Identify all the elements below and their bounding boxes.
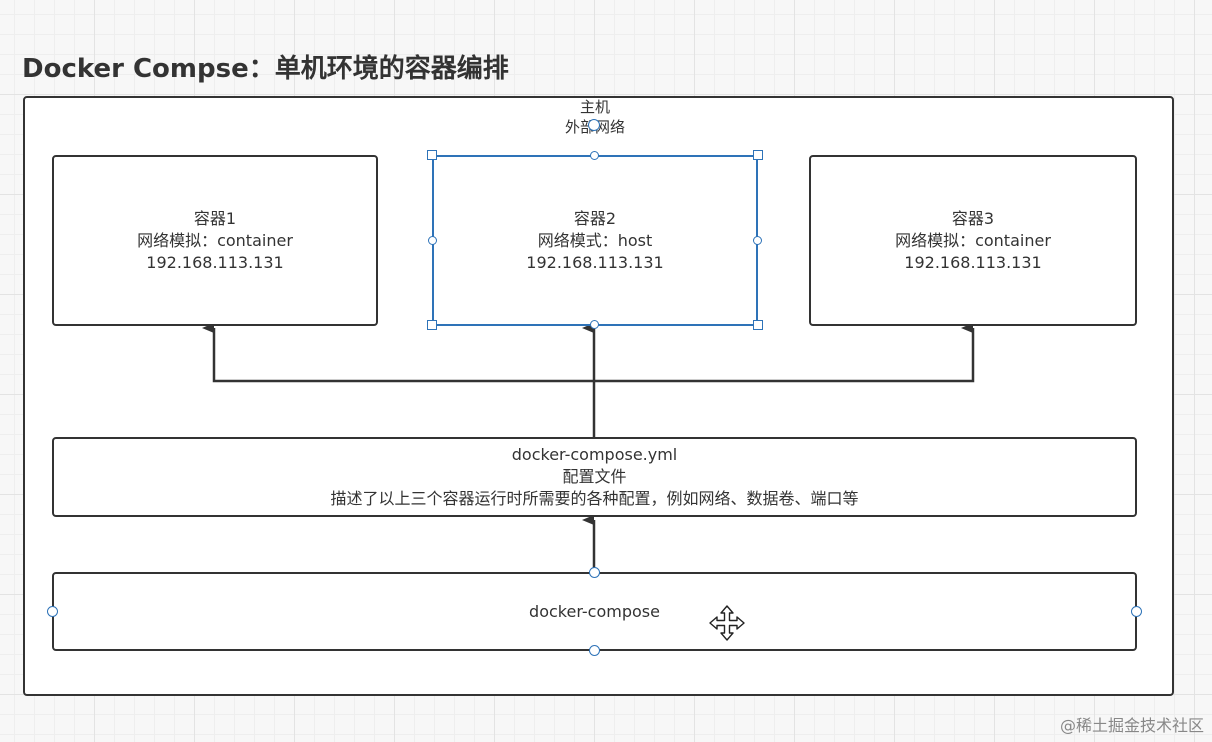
tool-connection-point-bottom[interactable] xyxy=(589,645,600,656)
host-label-line1: 主机 xyxy=(579,98,610,116)
config-filename: docker-compose.yml xyxy=(511,445,678,464)
container-3-ip: 192.168.113.131 xyxy=(904,252,1042,272)
rotate-handle[interactable] xyxy=(588,119,600,131)
resize-handle-top-left[interactable] xyxy=(427,150,437,160)
connection-point-right[interactable] xyxy=(753,236,762,245)
container-2-box[interactable]: 容器2 网络模式：host 192.168.113.131 xyxy=(432,155,758,326)
connection-point-top[interactable] xyxy=(590,151,599,160)
docker-compose-label: docker-compose xyxy=(529,601,660,621)
container-3-name: 容器3 xyxy=(951,208,995,228)
container-1-box[interactable]: 容器1 网络模拟：container 192.168.113.131 xyxy=(52,155,378,326)
container-1-name: 容器1 xyxy=(193,208,237,228)
connection-point-bottom[interactable] xyxy=(590,320,599,329)
diagram-title: Docker Compse：单机环境的容器编排 xyxy=(22,54,509,84)
tool-connection-point-left[interactable] xyxy=(47,606,58,617)
resize-handle-top-right[interactable] xyxy=(753,150,763,160)
container-3-box[interactable]: 容器3 网络模拟：container 192.168.113.131 xyxy=(809,155,1137,326)
watermark: @稀土掘金技术社区 xyxy=(1059,716,1204,735)
tool-connection-point-right[interactable] xyxy=(1131,606,1142,617)
container-2-name: 容器2 xyxy=(573,208,617,228)
container-3-network-mode: 网络模拟：container xyxy=(895,230,1051,250)
config-subtitle: 配置文件 xyxy=(562,467,627,486)
container-1-ip: 192.168.113.131 xyxy=(146,252,284,272)
container-2-ip: 192.168.113.131 xyxy=(526,252,664,272)
docker-compose-tool-box[interactable]: docker-compose xyxy=(52,572,1137,651)
tool-connection-point-top[interactable] xyxy=(589,567,600,578)
resize-handle-bottom-left[interactable] xyxy=(427,320,437,330)
config-file-box[interactable]: docker-compose.yml 配置文件 描述了以上三个容器运行时所需要的… xyxy=(52,437,1137,517)
resize-handle-bottom-right[interactable] xyxy=(753,320,763,330)
move-cursor-icon xyxy=(709,605,745,641)
container-1-network-mode: 网络模拟：container xyxy=(137,230,293,250)
config-description: 描述了以上三个容器运行时所需要的各种配置，例如网络、数据卷、端口等 xyxy=(330,489,859,508)
arrow-config-to-container1[interactable] xyxy=(202,323,594,383)
connection-point-left[interactable] xyxy=(428,236,437,245)
container-2-network-mode: 网络模式：host xyxy=(537,230,653,250)
arrow-config-to-container3[interactable] xyxy=(594,323,975,383)
